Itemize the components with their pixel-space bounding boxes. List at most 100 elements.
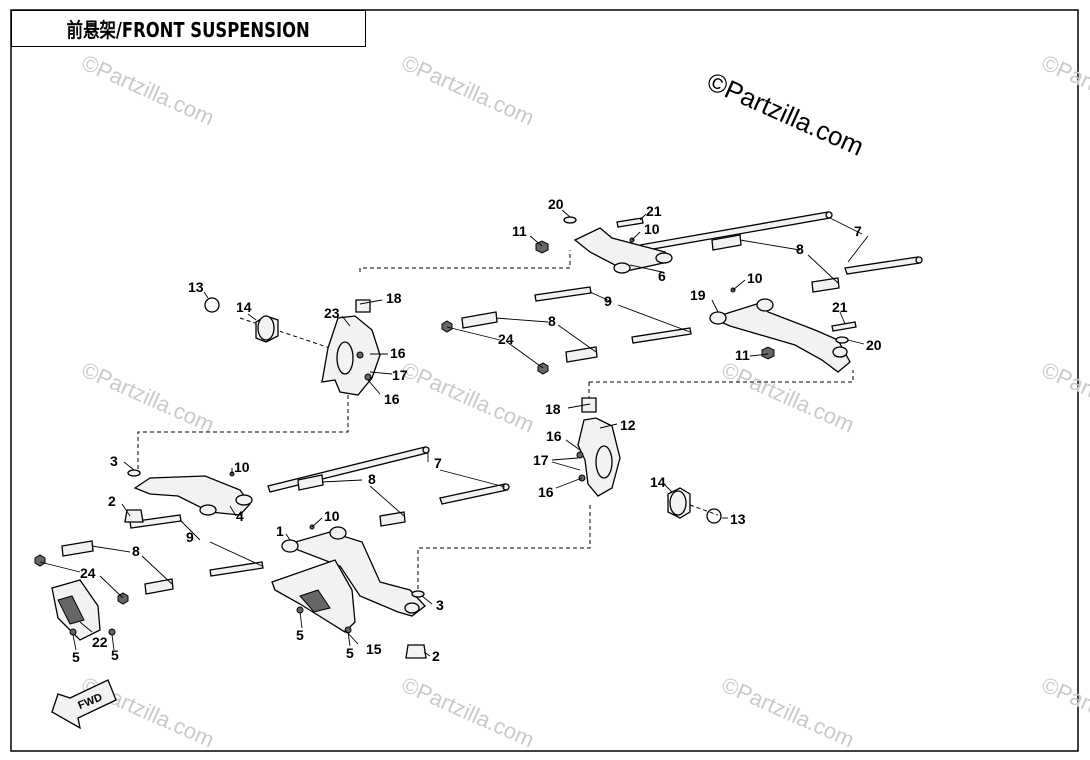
callout-17: 17 bbox=[533, 452, 549, 468]
callout-10: 10 bbox=[644, 221, 660, 237]
callout-16: 16 bbox=[538, 484, 554, 500]
snap-ring-13 bbox=[706, 508, 722, 524]
callout-2: 2 bbox=[432, 648, 440, 664]
bushing-8 bbox=[61, 540, 94, 557]
screw-5 bbox=[69, 628, 77, 636]
callout-7: 7 bbox=[434, 455, 442, 471]
watermark-text: ©Partzilla.com bbox=[1038, 357, 1090, 438]
clip-20 bbox=[835, 336, 849, 344]
watermark-text: ©Partzilla.com bbox=[78, 357, 218, 438]
page-title: 前悬架/FRONT SUSPENSION bbox=[66, 18, 311, 42]
watermark-text: ©Partzilla.com bbox=[78, 50, 218, 131]
diagram-frame bbox=[10, 9, 1079, 752]
ball-joint-18 bbox=[581, 397, 597, 413]
callout-21: 21 bbox=[646, 203, 662, 219]
callout-9: 9 bbox=[604, 293, 612, 309]
callout-7: 7 bbox=[854, 223, 862, 239]
callout-11: 11 bbox=[735, 347, 750, 363]
callout-4: 4 bbox=[236, 508, 244, 524]
bolt-7 bbox=[267, 446, 428, 493]
callout-15: 15 bbox=[366, 641, 382, 657]
watermark-text: ©Partzilla.com bbox=[398, 672, 538, 753]
callout-18: 18 bbox=[386, 290, 402, 306]
callout-17: 17 bbox=[392, 367, 408, 383]
forward-direction-arrow: FWD bbox=[51, 679, 117, 730]
callout-13: 13 bbox=[188, 279, 204, 295]
callout-10: 10 bbox=[234, 459, 250, 475]
ball-joint-18 bbox=[355, 299, 371, 313]
callout-20: 20 bbox=[548, 196, 564, 212]
sleeve-9 bbox=[209, 561, 264, 577]
callout-16: 16 bbox=[384, 391, 400, 407]
right-steering-knuckle bbox=[576, 397, 722, 524]
callout-24: 24 bbox=[498, 331, 514, 347]
callout-24: 24 bbox=[80, 565, 96, 581]
washer-3 bbox=[127, 469, 141, 477]
callout-22: 22 bbox=[92, 634, 108, 650]
callout-10: 10 bbox=[747, 270, 763, 286]
callout-8: 8 bbox=[796, 241, 804, 257]
callout-16: 16 bbox=[390, 345, 406, 361]
callout-1: 1 bbox=[276, 523, 284, 539]
nut-24 bbox=[34, 554, 46, 567]
lower-left-a-arm-assembly bbox=[34, 446, 510, 659]
callout-21: 21 bbox=[832, 299, 848, 315]
callout-23: 23 bbox=[324, 305, 340, 321]
lower-a-arm-1 bbox=[282, 531, 426, 617]
title-box: 前悬架/FRONT SUSPENSION bbox=[11, 10, 366, 47]
clip-20 bbox=[563, 216, 577, 224]
callout-10: 10 bbox=[324, 508, 340, 524]
ball-joint-2 bbox=[405, 644, 427, 659]
callout-19: 19 bbox=[690, 287, 706, 303]
nut-11 bbox=[761, 346, 775, 360]
callout-5: 5 bbox=[346, 645, 354, 661]
washer-3 bbox=[411, 590, 425, 598]
left-steering-knuckle bbox=[204, 297, 381, 396]
callout-8: 8 bbox=[368, 471, 376, 487]
leader-lines bbox=[39, 209, 869, 657]
bushing-8 bbox=[711, 234, 742, 251]
snap-ring-13 bbox=[204, 297, 220, 313]
upper-a-arm-4 bbox=[133, 475, 251, 516]
callout-18: 18 bbox=[545, 401, 561, 417]
callout-16: 16 bbox=[546, 428, 562, 444]
bushing-8 bbox=[565, 346, 598, 363]
ball-joint-2 bbox=[124, 509, 144, 523]
callout-5: 5 bbox=[72, 649, 80, 665]
callout-2: 2 bbox=[108, 493, 116, 509]
sleeve-9 bbox=[534, 286, 592, 302]
bolt-21 bbox=[616, 217, 644, 228]
callout-8: 8 bbox=[548, 313, 556, 329]
callout-9: 9 bbox=[186, 529, 194, 545]
bushing-8 bbox=[144, 578, 174, 595]
watermark-text: ©Partzilla.com bbox=[398, 357, 538, 438]
callout-6: 6 bbox=[658, 268, 666, 284]
nut-24 bbox=[441, 320, 453, 333]
callout-8: 8 bbox=[132, 543, 140, 559]
watermark-text: ©Partzilla.com bbox=[1038, 672, 1090, 753]
assembly-lines bbox=[137, 250, 854, 590]
callout-5: 5 bbox=[296, 627, 304, 643]
bushing-8 bbox=[379, 511, 406, 527]
bushing-8 bbox=[461, 311, 498, 329]
bushing-8 bbox=[811, 277, 840, 293]
callout-12: 12 bbox=[620, 417, 636, 433]
screw-5 bbox=[108, 628, 116, 636]
callout-13: 13 bbox=[730, 511, 746, 527]
callout-20: 20 bbox=[866, 337, 882, 353]
watermark-text: ©Partzilla.com bbox=[1038, 50, 1090, 131]
callout-11: 11 bbox=[512, 223, 527, 239]
upper-right-a-arm-assembly bbox=[441, 211, 923, 375]
sleeve-9 bbox=[631, 327, 692, 344]
bushing-8 bbox=[297, 474, 324, 491]
nut-24 bbox=[537, 362, 549, 375]
callout-5: 5 bbox=[111, 647, 119, 663]
bolt-7 bbox=[439, 483, 508, 505]
callout-3: 3 bbox=[436, 597, 444, 613]
callout-14: 14 bbox=[236, 299, 252, 315]
fwd-arrow-icon bbox=[51, 679, 117, 730]
bolt-21 bbox=[831, 321, 857, 332]
bolt-7-lower bbox=[844, 256, 921, 275]
